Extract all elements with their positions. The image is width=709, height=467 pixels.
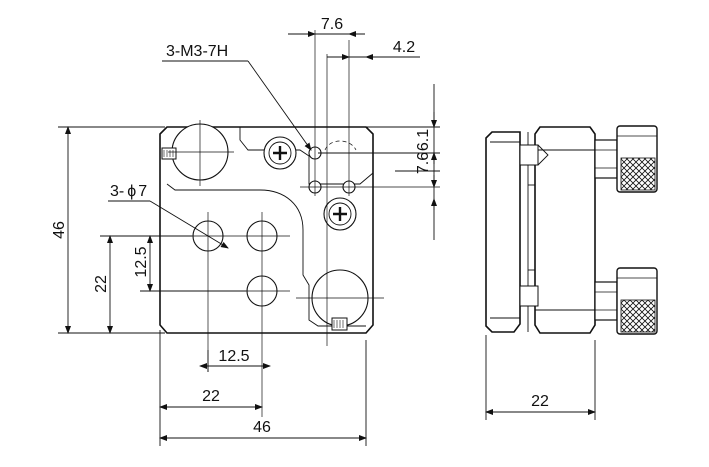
thread-callout-label: 3-M3-7H: [166, 43, 228, 60]
set-screw-left: [161, 147, 177, 160]
thread-callout-leader: [247, 60, 312, 151]
hole-callout-prefix: 3-: [110, 183, 124, 200]
dimension-lines: 46 22 12.5 12.5 22 46 22 7.6 4.2: [51, 16, 596, 446]
hole-callout-leader: [149, 200, 229, 249]
screw-upper: [263, 136, 297, 170]
dim-width-hole: 12.5: [218, 348, 249, 365]
side-pin-lower: [519, 285, 539, 307]
dim-right-lower: 7.6: [415, 152, 432, 174]
side-top-plate: [534, 126, 596, 334]
dim-height-lower: 22: [93, 275, 110, 293]
hidden-arc: [324, 140, 357, 151]
side-pin-upper: [519, 144, 539, 166]
dim-right-upper: 6.1: [415, 129, 432, 151]
knob-lower: [594, 267, 658, 335]
side-base-plate: [485, 131, 521, 333]
screw-lower: [323, 197, 357, 231]
inner-plate-edge: [166, 183, 310, 298]
inner-plate-edge-upper: [239, 127, 374, 185]
dim-side-depth: 22: [531, 393, 549, 410]
dim-top-spacing: 7.6: [321, 16, 343, 33]
dim-width-total: 46: [253, 419, 271, 436]
dim-top-offset: 4.2: [393, 39, 415, 56]
hole-callout-symbol: ϕ: [127, 183, 136, 200]
dim-height-total: 46: [51, 221, 68, 239]
side-view: [485, 125, 658, 335]
dim-width-lower: 22: [202, 388, 220, 405]
hole-callout-value: 7: [138, 183, 147, 200]
knob-upper: [594, 125, 658, 193]
front-plate-outline: [159, 126, 374, 334]
front-view: [102, 30, 440, 417]
dim-height-hole: 12.5: [133, 246, 150, 277]
